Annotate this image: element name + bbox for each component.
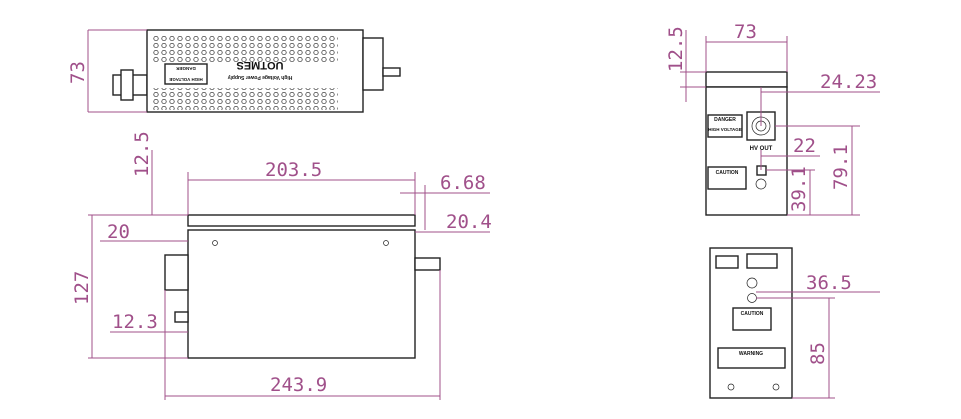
- dim-rear-ground-y: 85: [807, 342, 829, 365]
- dim-front-hv-y: 79.1: [830, 144, 852, 190]
- ground-tab: [174, 311, 189, 323]
- terminal-block: [715, 255, 739, 269]
- dim-top-height: 73: [67, 61, 89, 84]
- vent-holes-bottom: [153, 88, 338, 110]
- rear-caution-label: [732, 307, 772, 331]
- danger-label-text: HIGH VOLTAGE: [169, 77, 203, 82]
- front-hv-text: HIGH VOLTAGE: [708, 127, 742, 132]
- hv-rod: [382, 67, 401, 77]
- front-view: DANGER HIGH VOLTAGE HV OUT CAUTION 73 12…: [665, 21, 880, 216]
- dim-front-hv-x: 24.23: [820, 71, 877, 93]
- brand-logo: UOTMES: [236, 59, 283, 71]
- dim-front-port-y: 39.1: [788, 166, 810, 212]
- dim-side-knob: 20: [107, 221, 130, 243]
- dim-rear-ground-x: 36.5: [806, 272, 852, 294]
- front-caution-label: [707, 166, 747, 190]
- rear-view: CAUTION WARNING 36.5 85: [709, 247, 880, 399]
- front-housing: [705, 86, 788, 216]
- hv-out-label: HV OUT: [750, 146, 773, 152]
- front-top-plate: [705, 71, 788, 88]
- dim-side-connector: 6.68: [440, 172, 486, 194]
- top-view: HIGH VOLTAGE DANGER High Voltage Power S…: [67, 29, 401, 113]
- rear-caution-text: CAUTION: [741, 311, 764, 317]
- dim-side-rod: 20.4: [446, 211, 492, 233]
- dim-front-top-offset: 12.5: [665, 26, 687, 72]
- dim-front-width: 73: [734, 21, 757, 43]
- ground-symbol: [746, 277, 758, 289]
- db15-connector: [746, 253, 778, 269]
- dim-side-top-offset: 12.5: [131, 131, 153, 177]
- danger-label: [164, 63, 208, 85]
- product-name: High Voltage Power Supply: [227, 74, 292, 80]
- ground-terminal: [755, 178, 767, 190]
- vent-holes-top: [153, 36, 338, 64]
- dim-side-tab: 12.3: [112, 311, 158, 333]
- top-plate: [187, 214, 416, 227]
- danger-label-title: DANGER: [176, 66, 196, 71]
- side-rod: [414, 257, 441, 271]
- db-connector: [362, 37, 384, 91]
- dim-front-port-x: 22: [793, 135, 816, 157]
- dim-side-height: 127: [71, 271, 93, 305]
- rear-warning-text: WARNING: [739, 351, 763, 357]
- rear-warning-label: [717, 347, 786, 369]
- dim-side-length: 203.5: [265, 159, 322, 181]
- front-danger-label: [707, 114, 743, 138]
- front-danger-text: DANGER: [714, 117, 736, 123]
- dim-side-total: 243.9: [270, 374, 327, 396]
- front-caution-text: CAUTION: [716, 170, 739, 176]
- side-view: 12.5 203.5 6.68 20.4 20 127 12.3 243.9: [71, 131, 492, 400]
- hv-knob: [164, 254, 189, 291]
- side-housing: [187, 229, 416, 359]
